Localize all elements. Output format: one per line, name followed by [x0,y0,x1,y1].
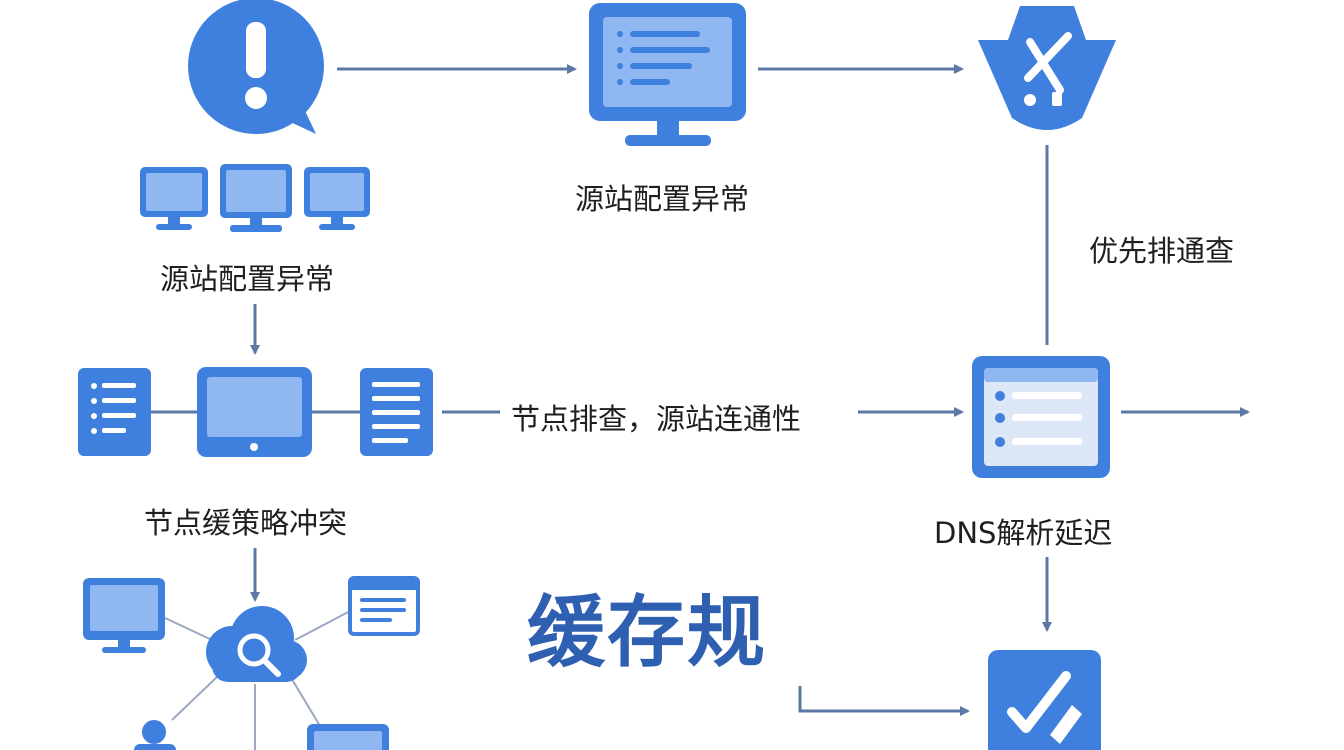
label-priority-check: 优先排通查 [1089,234,1235,268]
tools-shield-icon [978,6,1116,130]
label-node-check: 节点排查，源站连通性 [511,402,802,436]
label-cache-rule: 缓存规 [527,588,768,678]
dns-panel-icon [972,356,1110,478]
label-source-config-left: 源站配置异常 [160,262,335,296]
alert-bubble-icon [188,0,324,134]
connectors [150,64,1250,716]
network-links [164,609,353,750]
monitor-icon [220,164,292,232]
monitor-cluster [140,164,370,232]
monitor-icon [307,724,389,750]
user-icon [134,720,176,750]
document-icon [348,576,420,636]
monitor-icon [83,578,165,653]
monitor-icon [304,167,370,230]
cloud-search-icon [206,606,307,682]
label-dns-delay: DNS解析延迟 [934,516,1113,550]
arrow-rule-to-check [798,686,970,716]
monitor-icon [589,3,746,146]
monitor-icon [197,367,312,457]
server-list-icon [78,368,151,456]
monitor-icon [140,167,208,230]
server-list-icon [360,368,433,456]
label-source-config-top: 源站配置异常 [575,182,750,216]
check-edit-icon [988,650,1101,750]
label-node-cache-conflict: 节点缓策略冲突 [144,506,348,540]
